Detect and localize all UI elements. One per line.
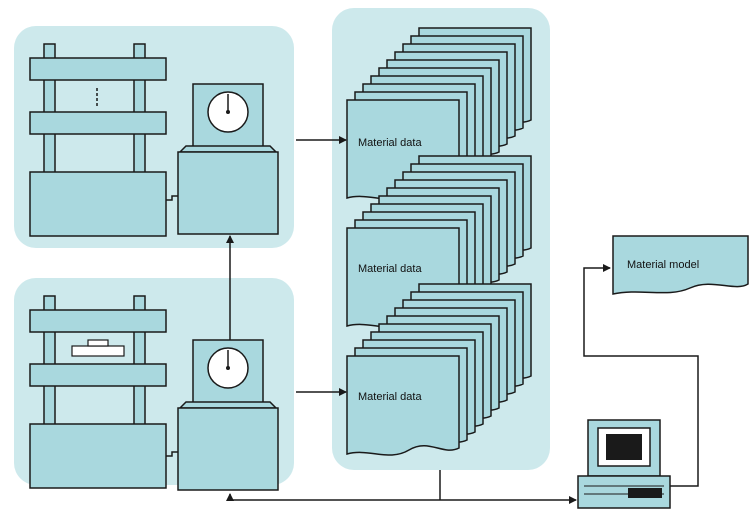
dial-gauge-icon [177,339,279,491]
material-data-label: Material data [358,263,422,275]
dial-gauge-icon [177,83,279,235]
material-model-label: Material model [627,259,699,271]
material-model-sheet [612,235,749,295]
testing-machine-icon [29,43,167,237]
connector-line [166,195,178,201]
testing-machine-icon [29,295,167,489]
connector-line [583,264,699,487]
material-data-label: Material data [358,137,422,149]
computer-workstation-icon [577,419,671,509]
connector-line [166,451,178,457]
material-data-label: Material data [358,391,422,403]
